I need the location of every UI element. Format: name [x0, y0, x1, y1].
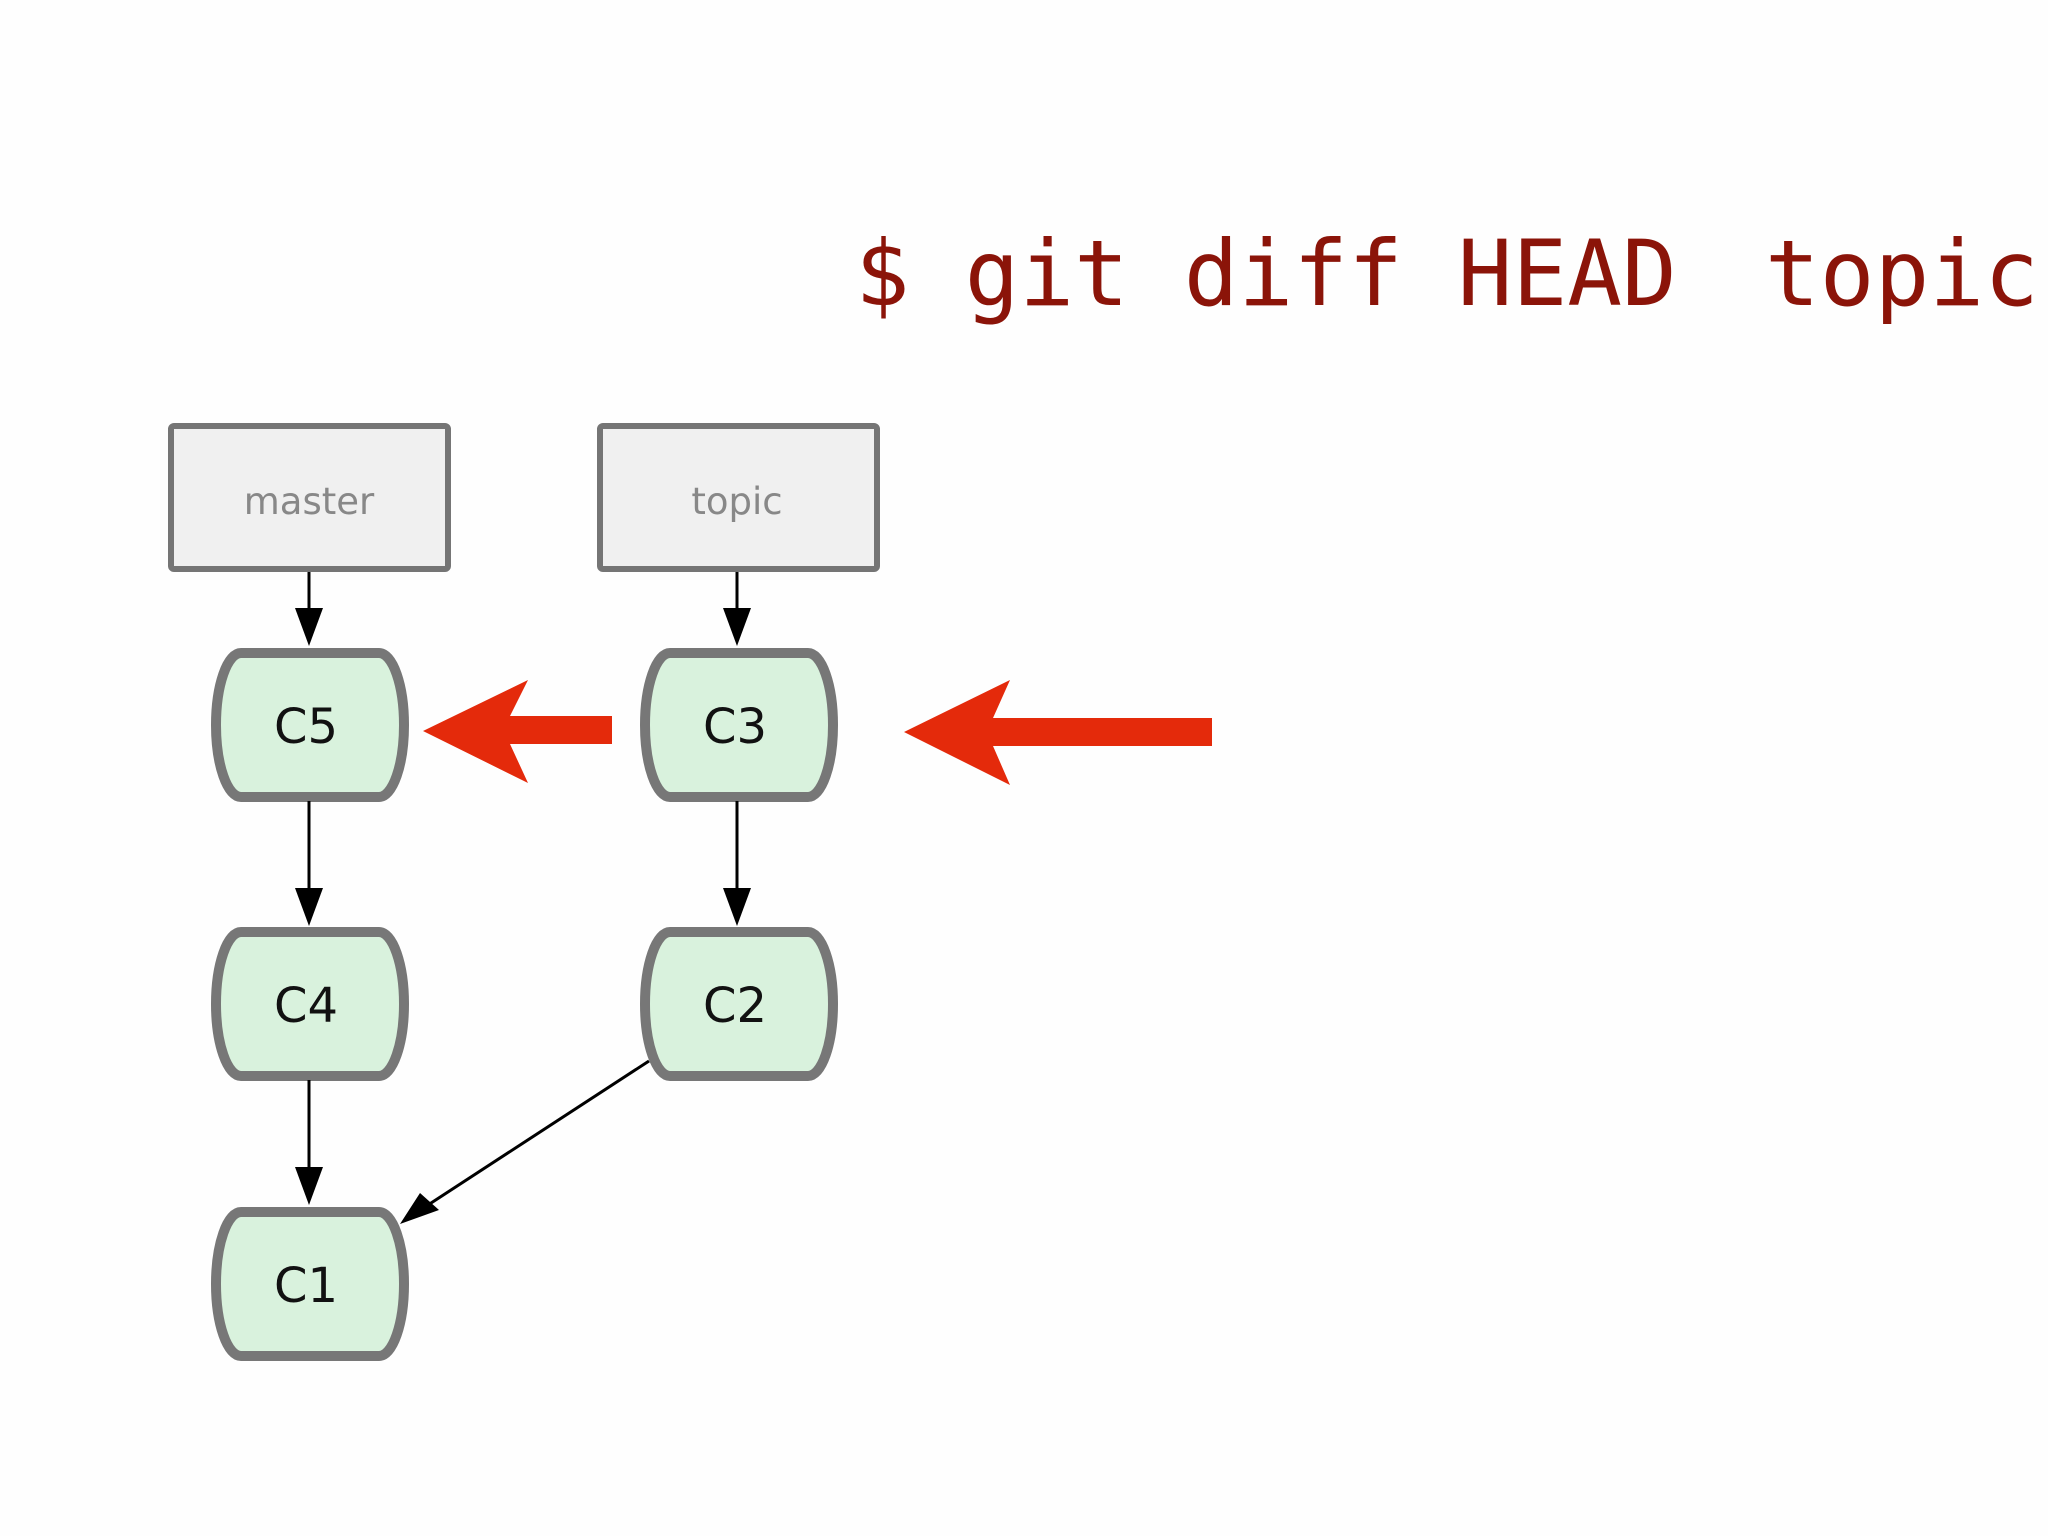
commit-c2-label: C2: [703, 978, 767, 1034]
commit-c3-body: [640, 648, 838, 802]
commit-c3: C3: [640, 648, 838, 802]
commit-c2-body: [640, 927, 838, 1081]
red-arrow-to-c3: [904, 680, 1212, 785]
command-ref: topic: [1765, 222, 2039, 327]
commit-c1: C1: [211, 1207, 409, 1361]
branch-master-box: [168, 423, 451, 572]
commit-c2: C2: [640, 927, 838, 1081]
commit-c5: C5: [211, 648, 409, 802]
edge-c4-c1: [295, 1080, 323, 1205]
commit-c4-body: [211, 927, 409, 1081]
commit-c1-body: [211, 1207, 409, 1361]
red-arrow-c3-to-c5: [423, 680, 612, 783]
edge-c2-c1: [400, 1059, 650, 1224]
edge-topic-c3: [723, 572, 751, 646]
command-prompt: $ git diff HEAD: [855, 222, 1677, 327]
commit-c4: C4: [211, 927, 409, 1081]
commit-c3-label: C3: [703, 699, 767, 755]
branch-topic-label: topic: [691, 480, 782, 523]
edge-master-c5: [295, 572, 323, 646]
edge-c3-c2: [723, 801, 751, 926]
branch-master: master: [168, 423, 451, 572]
commit-c5-label: C5: [274, 699, 338, 755]
commit-c5-body: [211, 648, 409, 802]
commit-c4-label: C4: [274, 978, 338, 1034]
branch-topic-box: [597, 423, 880, 572]
branch-topic: topic: [597, 423, 880, 572]
edge-c5-c4: [295, 801, 323, 926]
command-line: $ git diff HEAD topic: [855, 222, 2039, 327]
commit-c1-label: C1: [274, 1258, 338, 1314]
branch-master-label: master: [244, 480, 375, 523]
